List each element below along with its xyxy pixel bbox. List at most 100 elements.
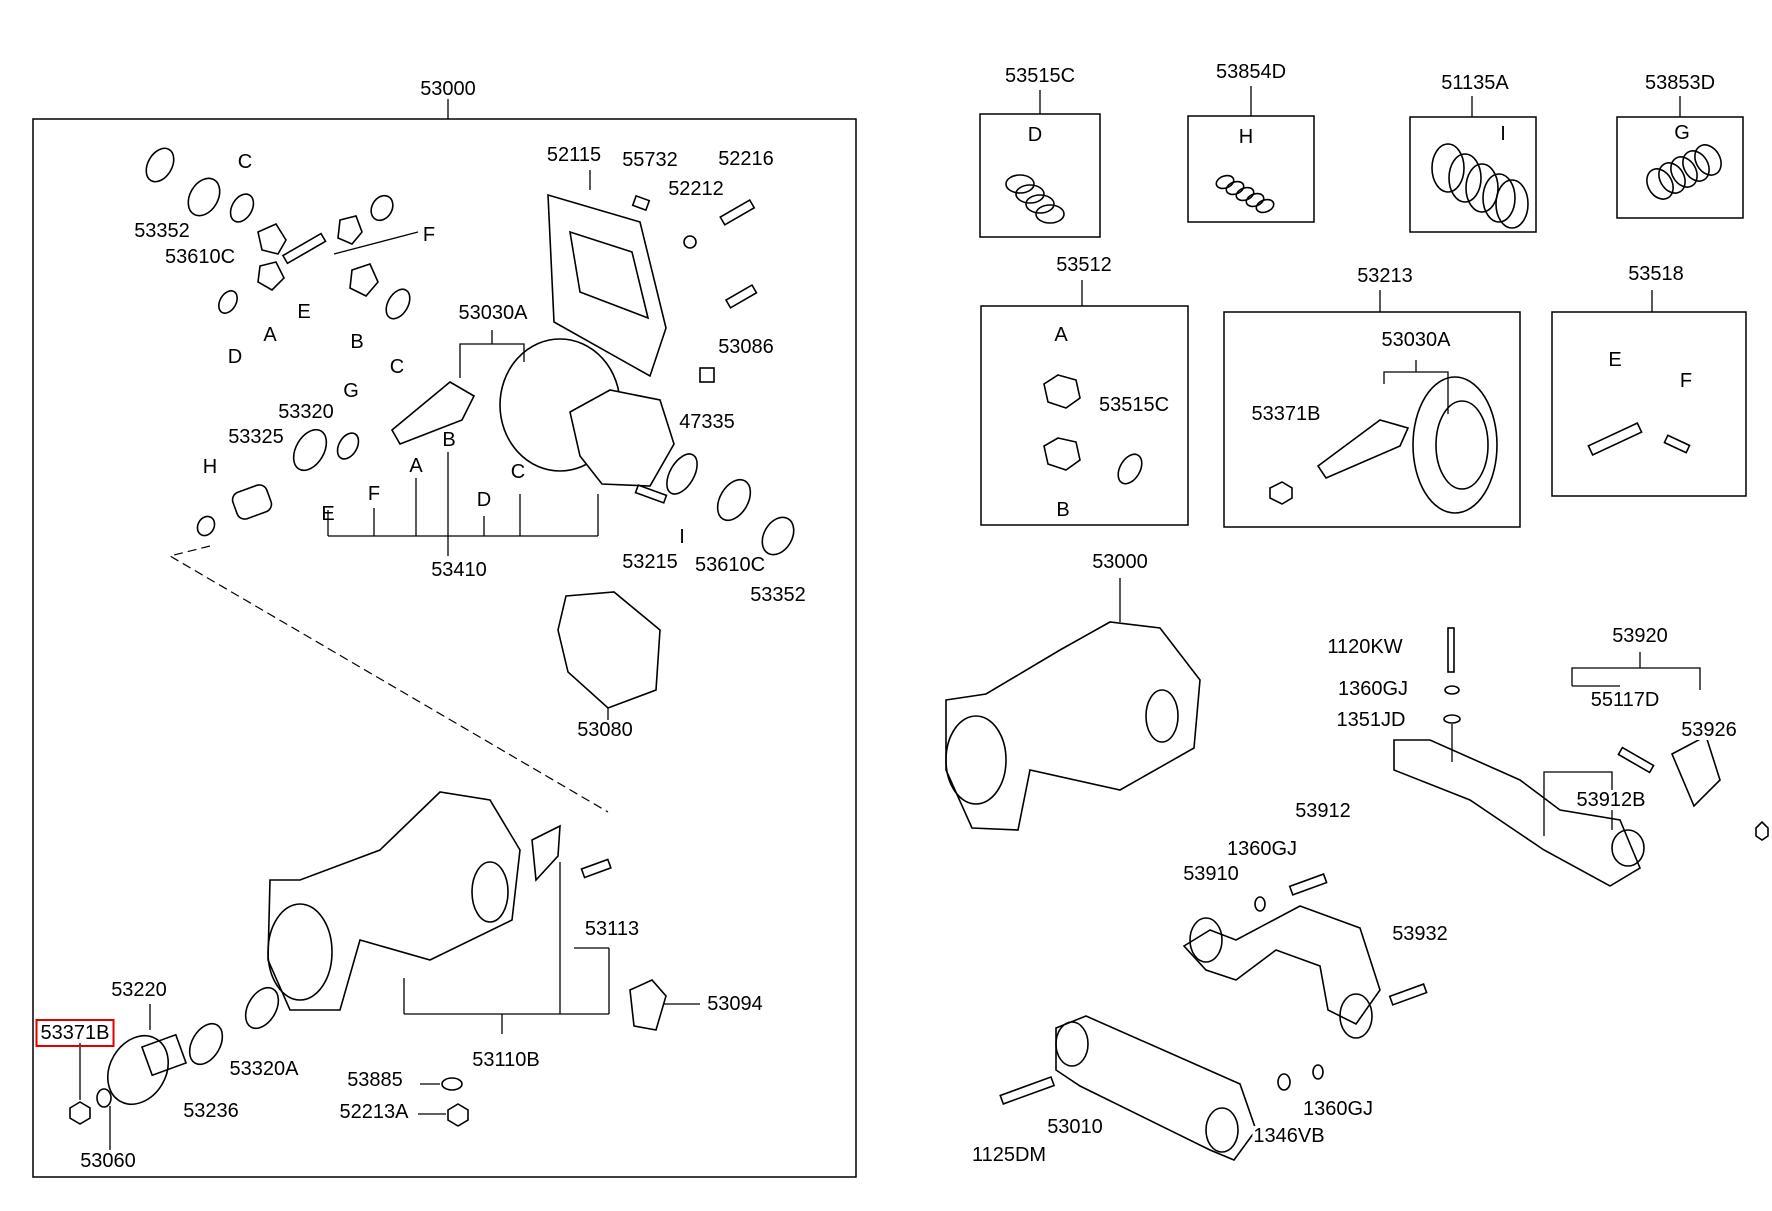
assembly-frame-left bbox=[32, 118, 857, 1178]
part-label-55732[interactable]: 55732 bbox=[621, 149, 679, 171]
spring-d-icon bbox=[1005, 174, 1065, 224]
shim-icon bbox=[145, 147, 175, 183]
gear-b-icon bbox=[1043, 437, 1081, 471]
part-label-53610c[interactable]: 53610C bbox=[693, 554, 767, 576]
mount-53094-icon bbox=[629, 979, 667, 1031]
part-label-53352[interactable]: 53352 bbox=[749, 584, 807, 606]
part-label-53912b[interactable]: 53912B bbox=[1575, 789, 1647, 811]
bolt-1120kw-icon bbox=[1447, 627, 1455, 673]
part-label-53371b[interactable]: 53371B bbox=[1250, 403, 1322, 425]
callout-letter-e: E bbox=[321, 503, 335, 525]
lower-crossmember-icon bbox=[1055, 1015, 1257, 1161]
callout-letter-h: H bbox=[1238, 126, 1254, 148]
part-label-1360gj[interactable]: 1360GJ bbox=[1336, 678, 1410, 700]
callout-letter-b: B bbox=[442, 429, 456, 451]
cross-pin-icon bbox=[281, 232, 327, 265]
part-label-53110b[interactable]: 53110B bbox=[471, 1049, 541, 1071]
callout-letter-e: E bbox=[297, 301, 311, 323]
side-gear-icon bbox=[257, 222, 287, 255]
part-label-52212[interactable]: 52212 bbox=[667, 178, 725, 200]
part-label-53518[interactable]: 53518 bbox=[1627, 263, 1685, 285]
nut-52213a-icon bbox=[447, 1103, 469, 1127]
callout-letter-f: F bbox=[1679, 370, 1693, 392]
part-label-53885[interactable]: 53885 bbox=[346, 1069, 404, 1091]
part-label-53410[interactable]: 53410 bbox=[430, 559, 488, 581]
callout-letter-d: D bbox=[476, 489, 492, 511]
part-label-53000[interactable]: 53000 bbox=[419, 78, 477, 100]
part-label-47335[interactable]: 47335 bbox=[678, 411, 736, 433]
spacer-icon bbox=[231, 484, 273, 520]
part-label-53236[interactable]: 53236 bbox=[182, 1100, 240, 1122]
part-label-53912[interactable]: 53912 bbox=[1294, 800, 1352, 822]
part-label-51135a[interactable]: 51135A bbox=[1440, 72, 1510, 94]
box-53512 bbox=[980, 305, 1189, 526]
part-label-53030a[interactable]: 53030A bbox=[457, 302, 529, 324]
callout-letter-g: G bbox=[1674, 122, 1690, 144]
part-label-53926[interactable]: 53926 bbox=[1680, 719, 1738, 741]
part-label-53060[interactable]: 53060 bbox=[79, 1150, 137, 1172]
callout-letter-g: G bbox=[343, 380, 359, 402]
part-label-53080[interactable]: 53080 bbox=[576, 719, 634, 741]
cover-icon bbox=[547, 193, 667, 378]
callout-letter-c: C bbox=[237, 151, 253, 173]
box-53518 bbox=[1551, 311, 1747, 497]
part-label-52216[interactable]: 52216 bbox=[717, 148, 775, 170]
part-label-53920[interactable]: 53920 bbox=[1611, 625, 1669, 647]
part-label-53010[interactable]: 53010 bbox=[1046, 1116, 1104, 1138]
part-label-53910[interactable]: 53910 bbox=[1182, 863, 1240, 885]
part-label-53932[interactable]: 53932 bbox=[1391, 923, 1449, 945]
part-label-1120kw[interactable]: 1120KW bbox=[1326, 636, 1404, 658]
part-label-53215[interactable]: 53215 bbox=[621, 551, 679, 573]
callout-letter-a: A bbox=[1054, 324, 1068, 346]
callout-letter-d: D bbox=[227, 346, 243, 368]
part-label-53094[interactable]: 53094 bbox=[706, 993, 764, 1015]
callout-letter-f: F bbox=[367, 483, 381, 505]
part-label-53030a[interactable]: 53030A bbox=[1380, 329, 1452, 351]
diff-case-icon bbox=[569, 389, 675, 487]
part-label-53086[interactable]: 53086 bbox=[717, 336, 775, 358]
callout-letter-f: F bbox=[422, 224, 436, 246]
diff-assembly-icon bbox=[557, 591, 661, 709]
part-label-53320a[interactable]: 53320A bbox=[228, 1058, 300, 1080]
part-label-53220[interactable]: 53220 bbox=[110, 979, 168, 1001]
part-label-52213a[interactable]: 52213A bbox=[338, 1101, 410, 1123]
spring-h-icon bbox=[1215, 174, 1275, 214]
gear-a-icon bbox=[1043, 374, 1081, 409]
part-label-1351jd[interactable]: 1351JD bbox=[1335, 709, 1407, 731]
part-label-53512[interactable]: 53512 bbox=[1055, 254, 1113, 276]
part-label-53853d[interactable]: 53853D bbox=[1643, 72, 1717, 94]
part-label-52115[interactable]: 52115 bbox=[545, 144, 603, 166]
part-label-53113[interactable]: 53113 bbox=[583, 918, 641, 940]
part-label-53515c[interactable]: 53515C bbox=[1097, 394, 1171, 416]
part-label-53325[interactable]: 53325 bbox=[227, 426, 285, 448]
part-label-53000[interactable]: 53000 bbox=[1091, 551, 1149, 573]
part-label-1346vb[interactable]: 1346VB bbox=[1252, 1125, 1326, 1147]
part-label-53352[interactable]: 53352 bbox=[133, 220, 191, 242]
washer-53885-icon bbox=[441, 1077, 463, 1091]
bolt-icon bbox=[719, 198, 756, 226]
part-label-1360gj[interactable]: 1360GJ bbox=[1225, 838, 1299, 860]
part-label-53371b-highlighted[interactable]: 53371B bbox=[35, 1019, 115, 1047]
part-label-53213[interactable]: 53213 bbox=[1356, 265, 1414, 287]
callout-letter-h: H bbox=[202, 456, 218, 478]
flange-icon bbox=[107, 1035, 169, 1105]
callout-letter-c: C bbox=[389, 356, 405, 378]
part-label-1125dm[interactable]: 1125DM bbox=[970, 1144, 1048, 1166]
bearing-icon bbox=[187, 177, 221, 217]
part-label-1360gj[interactable]: 1360GJ bbox=[1301, 1098, 1375, 1120]
pinion-shaft-icon bbox=[1316, 419, 1410, 479]
callout-letter-i: I bbox=[679, 526, 685, 548]
part-label-53610c[interactable]: 53610C bbox=[163, 246, 237, 268]
callout-letter-i: I bbox=[1500, 123, 1506, 145]
callout-letter-a: A bbox=[263, 324, 277, 346]
part-label-53854d[interactable]: 53854D bbox=[1214, 61, 1288, 83]
bolt-1125dm-icon bbox=[999, 1075, 1056, 1105]
ring-gear-icon bbox=[1412, 376, 1498, 514]
part-label-53515c[interactable]: 53515C bbox=[1003, 65, 1077, 87]
part-label-55117d[interactable]: 55117D bbox=[1589, 689, 1661, 711]
callout-letter-b: B bbox=[350, 331, 364, 353]
bracket-icon bbox=[531, 824, 561, 882]
part-label-53320[interactable]: 53320 bbox=[277, 401, 335, 423]
